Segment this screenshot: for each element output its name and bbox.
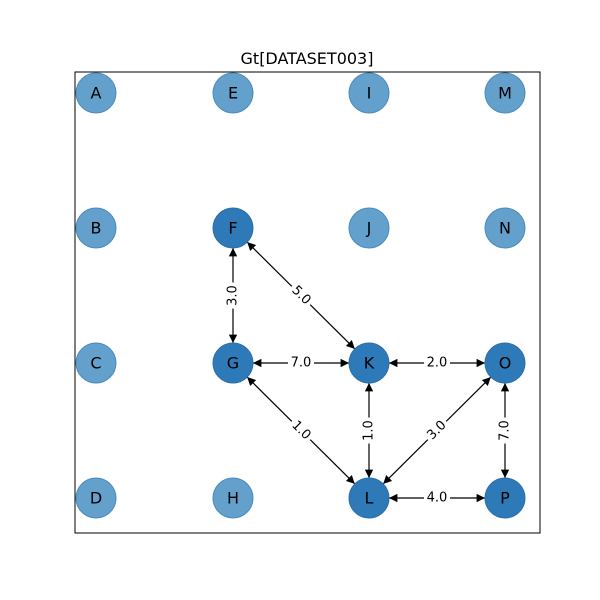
- edge-label-bg: [422, 415, 452, 446]
- edge-label-bg: [288, 355, 314, 371]
- node-label-J: J: [366, 219, 372, 238]
- nodes-layer: A B C D E F G H I J K L M N O P: [75, 72, 526, 519]
- node-label-N: N: [499, 219, 511, 238]
- node-P: [484, 477, 526, 519]
- edge-label-bg: [286, 415, 316, 446]
- edge-label-G-K: 7.0: [291, 356, 312, 371]
- edge-label-group-L-P: 4.0: [424, 490, 450, 506]
- node-label-H: H: [227, 489, 239, 508]
- node-label-F: F: [228, 219, 237, 238]
- edge-label-group-K-L: 1.0: [361, 417, 377, 444]
- edge-label-group-O-P: 7.0: [497, 417, 513, 444]
- node-N: [484, 207, 526, 249]
- node-C: [75, 342, 117, 384]
- node-L: [348, 477, 390, 519]
- graph-title: Gt[DATASET003]: [241, 49, 374, 68]
- node-A: [75, 72, 117, 114]
- node-label-C: C: [90, 354, 101, 373]
- edge-label-bg: [361, 417, 377, 444]
- edge-label-bg: [225, 282, 241, 309]
- node-G: [212, 342, 254, 384]
- edge-label-K-L: 1.0: [362, 420, 377, 441]
- node-label-G: G: [227, 354, 239, 373]
- node-label-L: L: [365, 489, 374, 508]
- edge-label-group-G-K: 7.0: [288, 355, 314, 371]
- edge-label-group-F-G: 3.0: [225, 282, 241, 309]
- node-label-P: P: [500, 489, 510, 508]
- edge-label-group-K-O: 2.0: [424, 355, 450, 371]
- edge-label-bg: [286, 280, 316, 311]
- edge-label-bg: [424, 490, 450, 506]
- node-F: [212, 207, 254, 249]
- edge-label-K-O: 2.0: [427, 356, 448, 371]
- node-J: [348, 207, 390, 249]
- plot-frame: [74, 71, 541, 534]
- edge-label-L-P: 4.0: [427, 491, 448, 506]
- node-label-M: M: [498, 84, 512, 103]
- node-M: [484, 72, 526, 114]
- node-O: [484, 342, 526, 384]
- node-label-O: O: [499, 354, 512, 373]
- node-label-A: A: [91, 84, 102, 103]
- node-B: [75, 207, 117, 249]
- node-label-K: K: [364, 354, 375, 373]
- edge-label-bg: [497, 417, 513, 444]
- edge-label-O-P: 7.0: [498, 420, 513, 441]
- node-I: [348, 72, 390, 114]
- node-K: [348, 342, 390, 384]
- node-label-D: D: [90, 489, 102, 508]
- edge-label-F-G: 3.0: [226, 285, 241, 306]
- node-label-E: E: [228, 84, 238, 103]
- node-H: [212, 477, 254, 519]
- node-D: [75, 477, 117, 519]
- node-label-I: I: [367, 84, 372, 103]
- node-label-B: B: [91, 219, 102, 238]
- node-E: [212, 72, 254, 114]
- edge-label-bg: [424, 355, 450, 371]
